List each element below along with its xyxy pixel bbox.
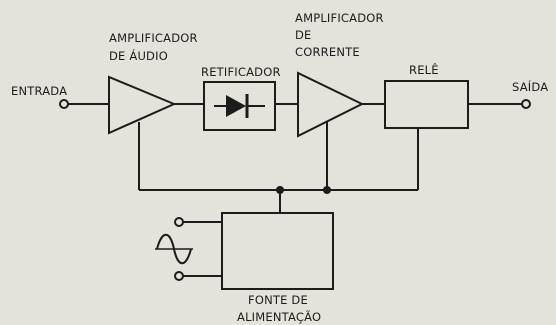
output-terminal	[521, 99, 531, 109]
audio-amplifier-triangle	[108, 75, 177, 135]
ac-terminal-bottom	[174, 271, 184, 281]
input-terminal	[59, 99, 69, 109]
label-power-supply-line2: ALIMENTAÇÃO	[237, 310, 322, 324]
ac-terminal-top	[174, 217, 184, 227]
label-rele: RELÊ	[409, 63, 439, 77]
diode-icon	[214, 94, 265, 118]
label-current-amp-line3: CORRENTE	[295, 45, 360, 59]
label-audio-amp-line2: DE ÁUDIO	[109, 49, 168, 63]
power-supply-box	[221, 212, 334, 290]
junction-dot-supply	[276, 186, 284, 194]
sine-wave-icon	[155, 233, 193, 265]
label-current-amp-line1: AMPLIFICADOR	[295, 11, 384, 25]
relay-box	[384, 80, 469, 129]
label-entrada: ENTRADA	[11, 84, 68, 98]
label-audio-amp-line1: AMPLIFICADOR	[109, 31, 198, 45]
label-power-supply-line1: FONTE DE	[248, 293, 308, 307]
rectifier-box	[203, 81, 276, 131]
junction-dot-current-amp	[323, 186, 331, 194]
label-current-amp-line2: DE	[295, 28, 312, 42]
label-retificador: RETIFICADOR	[201, 65, 281, 79]
current-amplifier-triangle	[297, 71, 365, 138]
label-saida: SAÍDA	[512, 80, 549, 94]
